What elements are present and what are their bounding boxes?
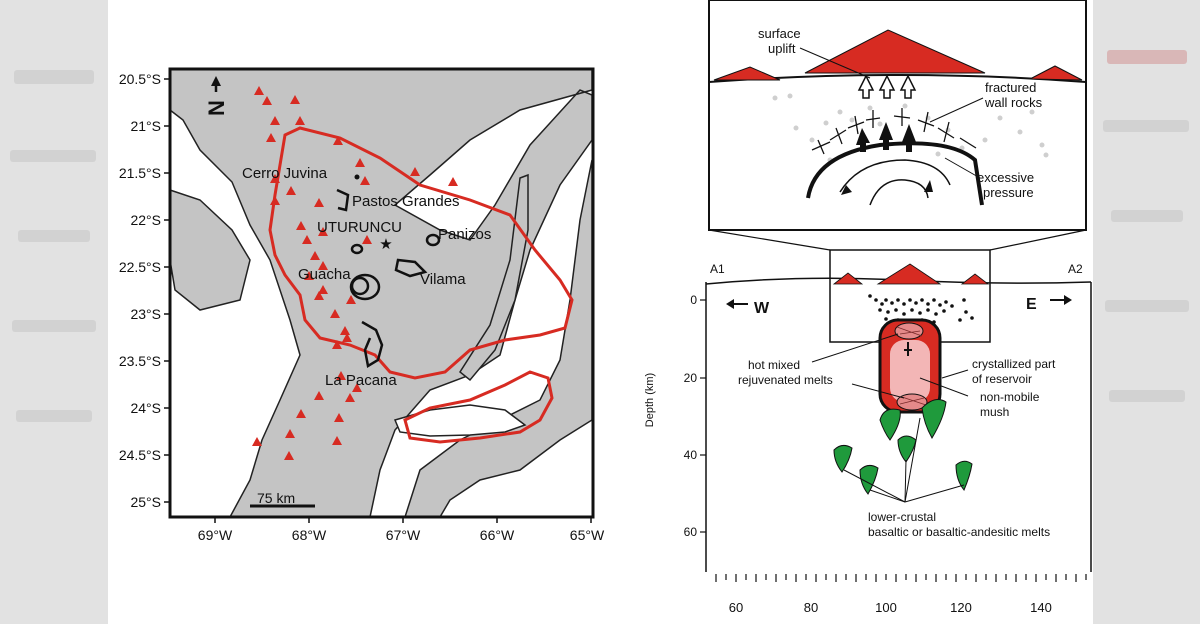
terrain-southeast [403, 159, 593, 518]
y-tick-label: 60 [684, 525, 698, 539]
label-la-pacana: La Pacana [325, 372, 397, 389]
label-vilama: Vilama [420, 271, 466, 288]
fracture-marks [811, 108, 977, 155]
map: ★ N 75 km Cerro Juvina Pastos Grandes UT… [119, 67, 605, 543]
label-a1: A1 [710, 262, 725, 276]
basalt-blobs [833, 399, 973, 495]
lat-label: 20.5°S [119, 71, 161, 87]
x-tick-label: 80 [804, 600, 818, 615]
uplift-arrows [857, 74, 917, 99]
label-crystallized: crystallized part [972, 357, 1056, 371]
inset: surface uplift fractured wall rocks exce… [708, 0, 1087, 231]
label-panizos: Panizos [438, 226, 491, 243]
x-tick-label: 140 [1030, 600, 1052, 615]
label-west: W [754, 300, 770, 317]
label-wall-rocks: wall rocks [984, 95, 1043, 110]
right-blurred-margin [1093, 0, 1200, 624]
cross-section: A1 A2 W E hot mixed rejuvenated melts cr… [644, 249, 1092, 615]
label-uturuncu: UTURUNCU [317, 219, 402, 236]
reservoir-roof [806, 141, 984, 206]
y-ticks [700, 299, 706, 533]
volcano-triangles [252, 86, 458, 460]
lat-label: 22.5°S [119, 259, 161, 275]
calderas [336, 188, 441, 368]
lon-ticks [214, 517, 592, 523]
x-tick-label: 100 [875, 600, 897, 615]
label-cerro-juvina: Cerro Juvina [242, 165, 328, 182]
label-pastos-grandes: Pastos Grandes [352, 193, 460, 210]
lat-label: 22°S [130, 212, 161, 228]
inset-peak [804, 29, 986, 74]
north-arrow-icon: N [204, 76, 229, 116]
mush [890, 340, 930, 402]
lat-label: 21.5°S [119, 165, 161, 181]
label-guacha: Guacha [298, 266, 351, 283]
label-a2: A2 [1068, 262, 1083, 276]
label-excessive: excessive [977, 170, 1034, 185]
y-tick-label: 40 [684, 448, 698, 462]
uplift-outline [268, 126, 574, 380]
direction-arrows [726, 295, 1072, 309]
pressure-arrows [856, 122, 916, 152]
label-east: E [1026, 296, 1037, 313]
x-tick-label: 120 [950, 600, 972, 615]
lon-label: 66°W [480, 527, 515, 543]
label-non-mobile: non-mobile [980, 390, 1040, 404]
lat-label: 24°S [130, 400, 161, 416]
lat-label: 21°S [130, 118, 161, 134]
label-hot-mixed: hot mixed [748, 358, 800, 372]
terrain-west [169, 188, 251, 311]
label-fractured: fractured [985, 80, 1036, 95]
label-pressure: pressure [983, 185, 1034, 200]
basalt-leaders [843, 417, 965, 503]
lon-label: 69°W [198, 527, 233, 543]
lat-label: 24.5°S [119, 447, 161, 463]
scale-label: 75 km [257, 490, 295, 506]
y-tick-label: 0 [690, 293, 697, 307]
label-basaltic: basaltic or basaltic-andesitic melts [868, 525, 1050, 539]
left-blurred-margin [0, 0, 108, 624]
label-surface: surface [758, 26, 801, 41]
lat-ticks [164, 78, 170, 503]
terrain-small-island [393, 404, 527, 437]
lon-label: 67°W [386, 527, 421, 543]
lon-label: 65°W [570, 527, 605, 543]
label-of-reservoir: of reservoir [972, 372, 1032, 386]
lon-label: 68°W [292, 527, 327, 543]
southeast-outline [403, 370, 554, 444]
y-axis-label: Depth (km) [644, 373, 656, 427]
y-tick-label: 20 [684, 371, 698, 385]
label-rejuvenated: rejuvenated melts [738, 373, 833, 387]
inset-peak [713, 66, 781, 81]
inset-peak [1029, 65, 1083, 81]
lat-label: 25°S [130, 494, 161, 510]
label-uplift: uplift [768, 41, 796, 56]
label-lower-crustal: lower-crustal [868, 510, 936, 524]
uturuncu-star-icon: ★ [379, 236, 392, 253]
x-tick-label: 60 [729, 600, 743, 615]
convection-arc [839, 159, 951, 193]
earthquake-cluster [868, 294, 974, 324]
map-frame [168, 67, 595, 519]
x-ticks [715, 574, 1087, 582]
lat-label: 23°S [130, 306, 161, 322]
north-label: N [204, 100, 229, 116]
label-mush: mush [980, 405, 1009, 419]
terrain-east-strip [459, 173, 529, 382]
lat-label: 23.5°S [119, 353, 161, 369]
